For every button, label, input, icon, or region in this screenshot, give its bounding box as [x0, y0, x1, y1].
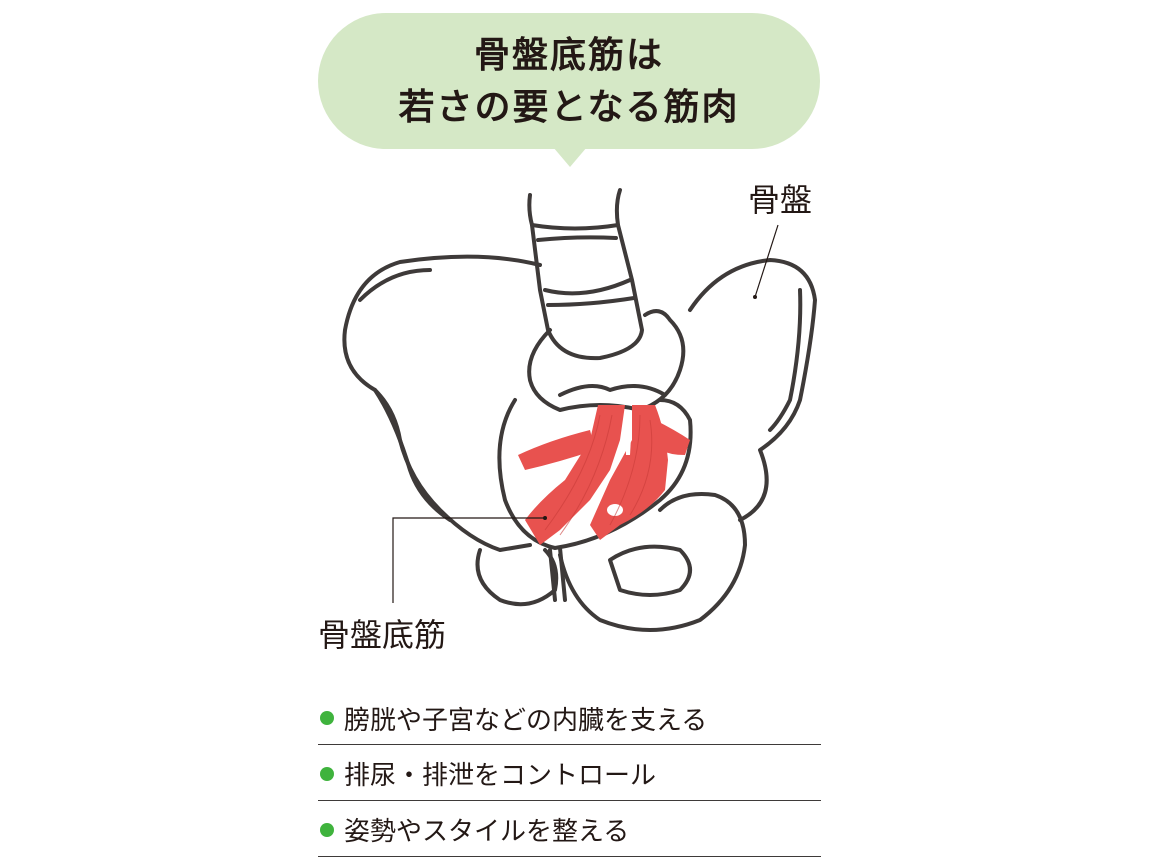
- function-list: 膀胱や子宮などの内臓を支える 排尿・排泄をコントロール 姿勢やスタイルを整える: [318, 690, 821, 857]
- callout-bubble: [318, 13, 820, 149]
- green-bullet-icon: [320, 766, 334, 781]
- list-item: 膀胱や子宮などの内臓を支える: [318, 690, 821, 745]
- label-pelvis: 骨盤: [748, 181, 813, 219]
- list-item-text: 排尿・排泄をコントロール: [344, 761, 657, 791]
- pelvic-floor-muscle: [518, 405, 690, 545]
- callout-title: 骨盤底筋は 若さの要となる筋肉: [318, 30, 820, 134]
- pelvis-illustration: [342, 188, 817, 632]
- callout-bubble-tail: [553, 147, 587, 167]
- list-item-text: 膀胱や子宮などの内臓を支える: [344, 705, 708, 736]
- left-ilium: [342, 254, 542, 552]
- list-item-text: 姿勢やスタイルを整える: [344, 817, 630, 847]
- pelvic-floor-leader-line: [392, 517, 545, 603]
- green-bullet-icon: [320, 822, 334, 837]
- green-bullet-icon: [320, 711, 334, 725]
- callout-line-1: 骨盤底筋は: [473, 35, 664, 76]
- pelvis-leader-line: [754, 224, 779, 298]
- list-item: 姿勢やスタイルを整える: [318, 801, 821, 857]
- callout-line-2: 若さの要となる筋肉: [398, 87, 740, 128]
- label-pelvic-floor-muscle: 骨盤底筋: [318, 616, 447, 654]
- sacrum: [527, 309, 686, 412]
- right-ilium: [688, 258, 817, 522]
- right-pubis: [558, 492, 747, 632]
- spine-icon: [527, 188, 644, 361]
- list-item: 排尿・排泄をコントロール: [318, 745, 821, 801]
- left-pubis: [475, 548, 559, 607]
